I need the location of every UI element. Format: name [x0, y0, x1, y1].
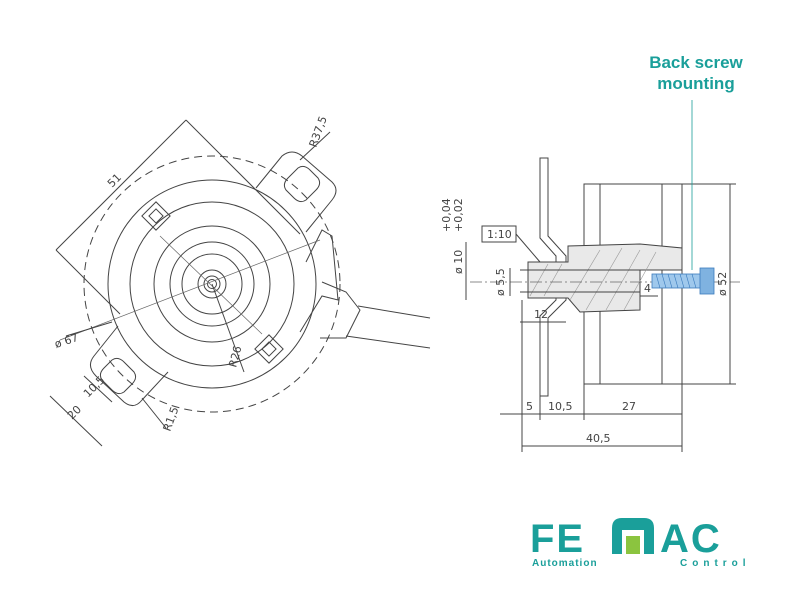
dim-12-label: 12 — [534, 308, 548, 321]
taper-leader — [515, 233, 541, 263]
clip-bottom-right — [254, 334, 284, 364]
clip-bottom-right-hole — [261, 341, 277, 357]
dim-r26-leader — [211, 283, 245, 373]
mount-slot-bottom-left — [99, 357, 137, 395]
bore-inner — [207, 279, 217, 289]
logo-tag-right: Control — [680, 558, 751, 569]
back-screw-callout: Back screw mounting — [596, 52, 796, 94]
dim-d67-leader — [65, 321, 113, 337]
clip-top-left — [141, 201, 171, 231]
taper-label: 1:10 — [487, 228, 512, 241]
hub-section-hatch — [527, 243, 683, 313]
cable-edge-top — [357, 305, 431, 319]
cable-gland — [299, 229, 339, 333]
dim-20-label: 20 — [65, 403, 84, 422]
dim-10-5-label: 10,5 — [81, 374, 108, 401]
dim-r1-5-label: R1,5 — [161, 405, 182, 433]
inner-ring-2 — [169, 241, 255, 327]
logo-tag-left: Automation — [532, 558, 598, 569]
screw-head — [699, 267, 715, 295]
clip-top-left-hole — [148, 208, 164, 224]
bore-circle — [203, 275, 221, 293]
housing-circle — [129, 201, 295, 367]
front-centerline-d — [159, 235, 263, 335]
dim-20-line — [49, 395, 103, 447]
dim-40-5-label: 40,5 — [586, 432, 611, 445]
body-circle — [107, 179, 317, 389]
front-centerline-h — [59, 239, 321, 341]
back-screw — [651, 267, 715, 295]
logo-mark — [612, 518, 654, 554]
callout-line-1: Back screw — [649, 53, 743, 72]
dim-51-line — [55, 119, 187, 251]
mount-tab-bottom-left — [90, 325, 169, 406]
dim-4-label: 4 — [644, 282, 651, 295]
dim-d52-label: ø 52 — [716, 272, 729, 296]
dim-5-label: 5 — [526, 400, 533, 413]
dim-r375-label: R37,5 — [307, 114, 330, 149]
cable-edge-bottom — [345, 335, 431, 349]
mount-slot-top-right — [283, 165, 321, 203]
front-view — [49, 119, 431, 447]
dim-tol-plus: +0,04 — [440, 198, 453, 232]
dim-d67-label: ø 67 — [53, 331, 80, 351]
dim-51-label: 51 — [105, 171, 124, 190]
dim-d10-label: ø 10 — [452, 250, 465, 274]
fenac-logo: FE AC Automation Control — [530, 517, 751, 569]
logo-mark-accent — [626, 536, 640, 554]
dim-r26-label: R26 — [226, 345, 244, 369]
logo-brand-left: FE — [530, 517, 585, 561]
inner-ring-1 — [153, 225, 271, 343]
dim-r375-leader — [299, 131, 331, 161]
callout-line-2: mounting — [657, 74, 735, 93]
logo-brand-right: AC — [660, 517, 722, 561]
mount-tab-top-right — [255, 151, 337, 233]
dim-51-ext-1 — [185, 119, 301, 235]
dim-10-5-line — [83, 375, 113, 403]
dim-27-label: 27 — [622, 400, 636, 413]
gland-nut — [320, 281, 361, 339]
side-view — [465, 100, 740, 452]
dim-10-5-side-label: 10,5 — [548, 400, 573, 413]
dim-r1-5-leader — [141, 397, 167, 429]
inner-ring-3 — [181, 253, 243, 315]
dim-51-ext-2 — [55, 249, 121, 315]
screw-threads — [655, 273, 697, 289]
dim-d5-5-label: ø 5,5 — [494, 268, 507, 296]
dim-tol-minus: +0,02 — [452, 198, 465, 232]
hub-ring — [197, 269, 227, 299]
flange-plate — [539, 157, 567, 397]
outer-dashed-circle — [83, 155, 341, 413]
